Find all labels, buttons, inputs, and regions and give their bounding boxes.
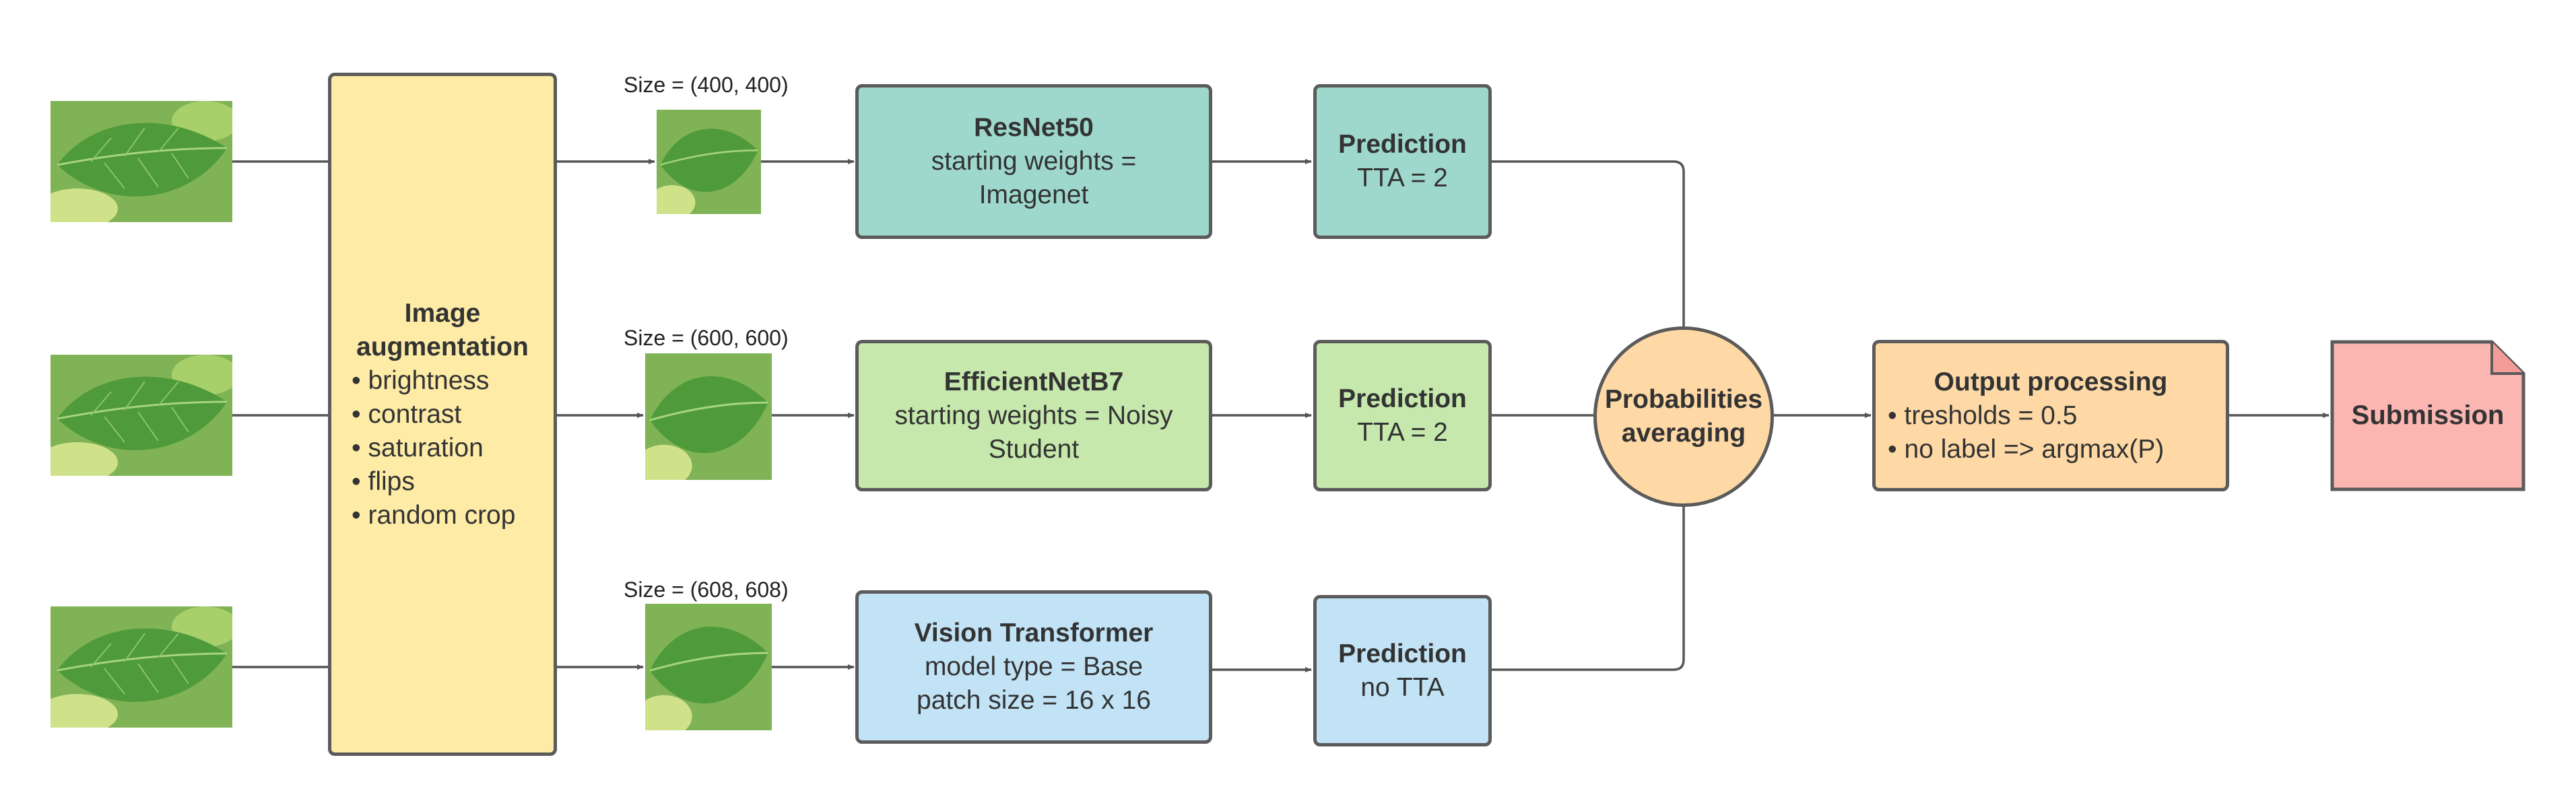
size-label-resnet: Size = (400, 400)	[624, 73, 789, 97]
averaging-label-line: Probabilities	[1604, 385, 1763, 414]
resized-image-effnet	[645, 353, 772, 480]
probabilities-averaging-node: Probabilities averaging	[1593, 326, 1774, 507]
leaf-photo-icon	[657, 110, 761, 214]
leaf-photo-icon	[51, 101, 232, 222]
model-name: Vision Transformer	[914, 619, 1154, 648]
prediction-box-efficientnetb7: Prediction TTA = 2	[1313, 340, 1492, 491]
output-processing-item: • no label => argmax(P)	[1888, 434, 2165, 464]
leaf-photo-icon	[645, 604, 772, 730]
model-detail-line: Imagenet	[979, 180, 1089, 209]
augmentation-item: • brightness	[352, 365, 490, 395]
augmentation-title: Image augmentation	[356, 298, 529, 361]
input-image-2	[51, 355, 232, 476]
prediction-box-vision-transformer: Prediction no TTA	[1313, 595, 1492, 746]
model-detail-line: starting weights =	[931, 147, 1137, 176]
image-augmentation-box: Image augmentation • brightness • contra…	[328, 73, 557, 756]
augmentation-item: • contrast	[352, 399, 462, 429]
augmentation-list: • brightness • contrast • saturation • f…	[331, 364, 515, 532]
output-processing-title: Output processing	[1934, 367, 2168, 396]
leaf-photo-icon	[51, 606, 232, 728]
resized-image-vit	[645, 604, 772, 730]
model-box-efficientnetb7: EfficientNetB7 starting weights = Noisy …	[855, 340, 1212, 491]
model-box-resnet50: ResNet50 starting weights = Imagenet	[855, 84, 1212, 239]
output-processing-box: Output processing • tresholds = 0.5 • no…	[1872, 340, 2229, 491]
model-detail-line: model type = Base	[924, 652, 1144, 681]
input-image-3	[51, 606, 232, 728]
output-processing-list: • tresholds = 0.5 • no label => argmax(P…	[1876, 399, 2164, 466]
submission-node: Submission	[2330, 340, 2525, 491]
prediction-title: Prediction	[1338, 384, 1467, 413]
input-image-1	[51, 101, 232, 222]
prediction-title: Prediction	[1338, 130, 1467, 159]
averaging-label-line: averaging	[1621, 419, 1746, 448]
augmentation-item: • random crop	[352, 500, 516, 530]
submission-label: Submission	[2351, 400, 2505, 430]
model-detail-line: Student	[988, 434, 1080, 464]
connector-prediction-1-to-averaging	[1492, 160, 1685, 328]
resized-image-resnet	[657, 110, 761, 214]
prediction-detail: TTA = 2	[1357, 417, 1448, 447]
size-label-effnet: Size = (600, 600)	[624, 326, 789, 350]
prediction-box-resnet50: Prediction TTA = 2	[1313, 84, 1492, 239]
augmentation-item: • saturation	[352, 433, 484, 462]
document-shape-icon	[2330, 340, 2525, 491]
prediction-title: Prediction	[1338, 639, 1467, 668]
leaf-photo-icon	[645, 353, 772, 480]
model-detail-line: patch size = 16 x 16	[917, 686, 1151, 715]
model-detail-line: starting weights = Noisy	[894, 400, 1173, 430]
prediction-detail: TTA = 2	[1357, 164, 1448, 193]
output-processing-item: • tresholds = 0.5	[1888, 400, 2078, 430]
augmentation-item: • flips	[352, 466, 415, 496]
size-label-vit: Size = (608, 608)	[624, 578, 789, 602]
model-box-vision-transformer: Vision Transformer model type = Base pat…	[855, 590, 1212, 744]
connector-prediction-3-to-averaging	[1492, 505, 1685, 671]
prediction-detail: no TTA	[1360, 672, 1445, 702]
model-name: EfficientNetB7	[944, 367, 1124, 396]
leaf-photo-icon	[51, 355, 232, 476]
model-name: ResNet50	[974, 113, 1094, 142]
